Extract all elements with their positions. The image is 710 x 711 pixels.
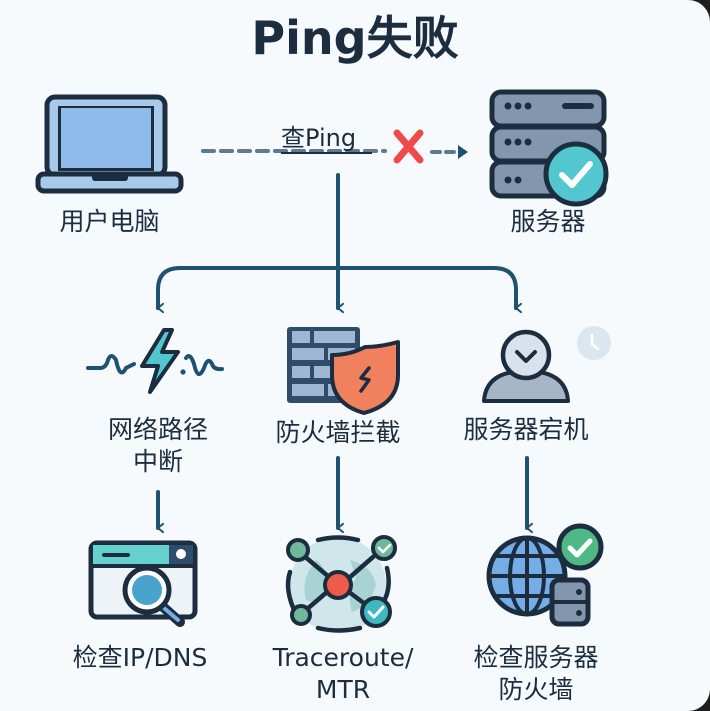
action-label-line: 检查服务器 [473, 643, 599, 672]
cause-label-line: 中断 [132, 447, 183, 476]
action-label-line: MTR [315, 675, 371, 704]
ping-edge-label: 查Ping [281, 124, 357, 152]
action-label-line: Traceroute/ [272, 643, 414, 672]
x-mark-icon [393, 129, 424, 164]
clock-icon [577, 326, 611, 360]
cause-label-line: 防火墙拦截 [275, 418, 401, 447]
server-check-icon [489, 89, 609, 207]
cause-label-network: 网络路径 中断 [78, 414, 238, 478]
cause-label-line: 网络路径 [107, 415, 208, 444]
cause-label-firewall: 防火墙拦截 [258, 417, 418, 449]
globe-server-icon [486, 523, 604, 627]
cause-label-server-down: 服务器宕机 [446, 414, 606, 446]
ping-arrowhead [458, 145, 468, 159]
ping-edge [201, 129, 468, 164]
broken-signal-icon [86, 328, 224, 394]
cause-label-line: 服务器宕机 [463, 415, 589, 444]
user-down-icon [482, 329, 570, 403]
browser-search-icon [88, 540, 198, 627]
action-label-traceroute: Traceroute/ MTR [258, 642, 428, 706]
action-label-line: 检查IP/DNS [72, 643, 208, 672]
branch-bar [156, 266, 518, 310]
network-route-icon [285, 535, 397, 633]
branch-connectors [156, 173, 527, 528]
firewall-shield-icon [287, 327, 400, 415]
diagram-title: Ping失败 [251, 11, 459, 65]
target-label: 服务器 [510, 207, 586, 236]
action-label-check-firewall: 检查服务器 防火墙 [456, 642, 616, 706]
source-label: 用户电脑 [59, 207, 160, 236]
action-label-line: 防火墙 [498, 675, 574, 704]
action-label-check-ip: 检查IP/DNS [50, 642, 230, 674]
laptop-icon [35, 94, 184, 194]
